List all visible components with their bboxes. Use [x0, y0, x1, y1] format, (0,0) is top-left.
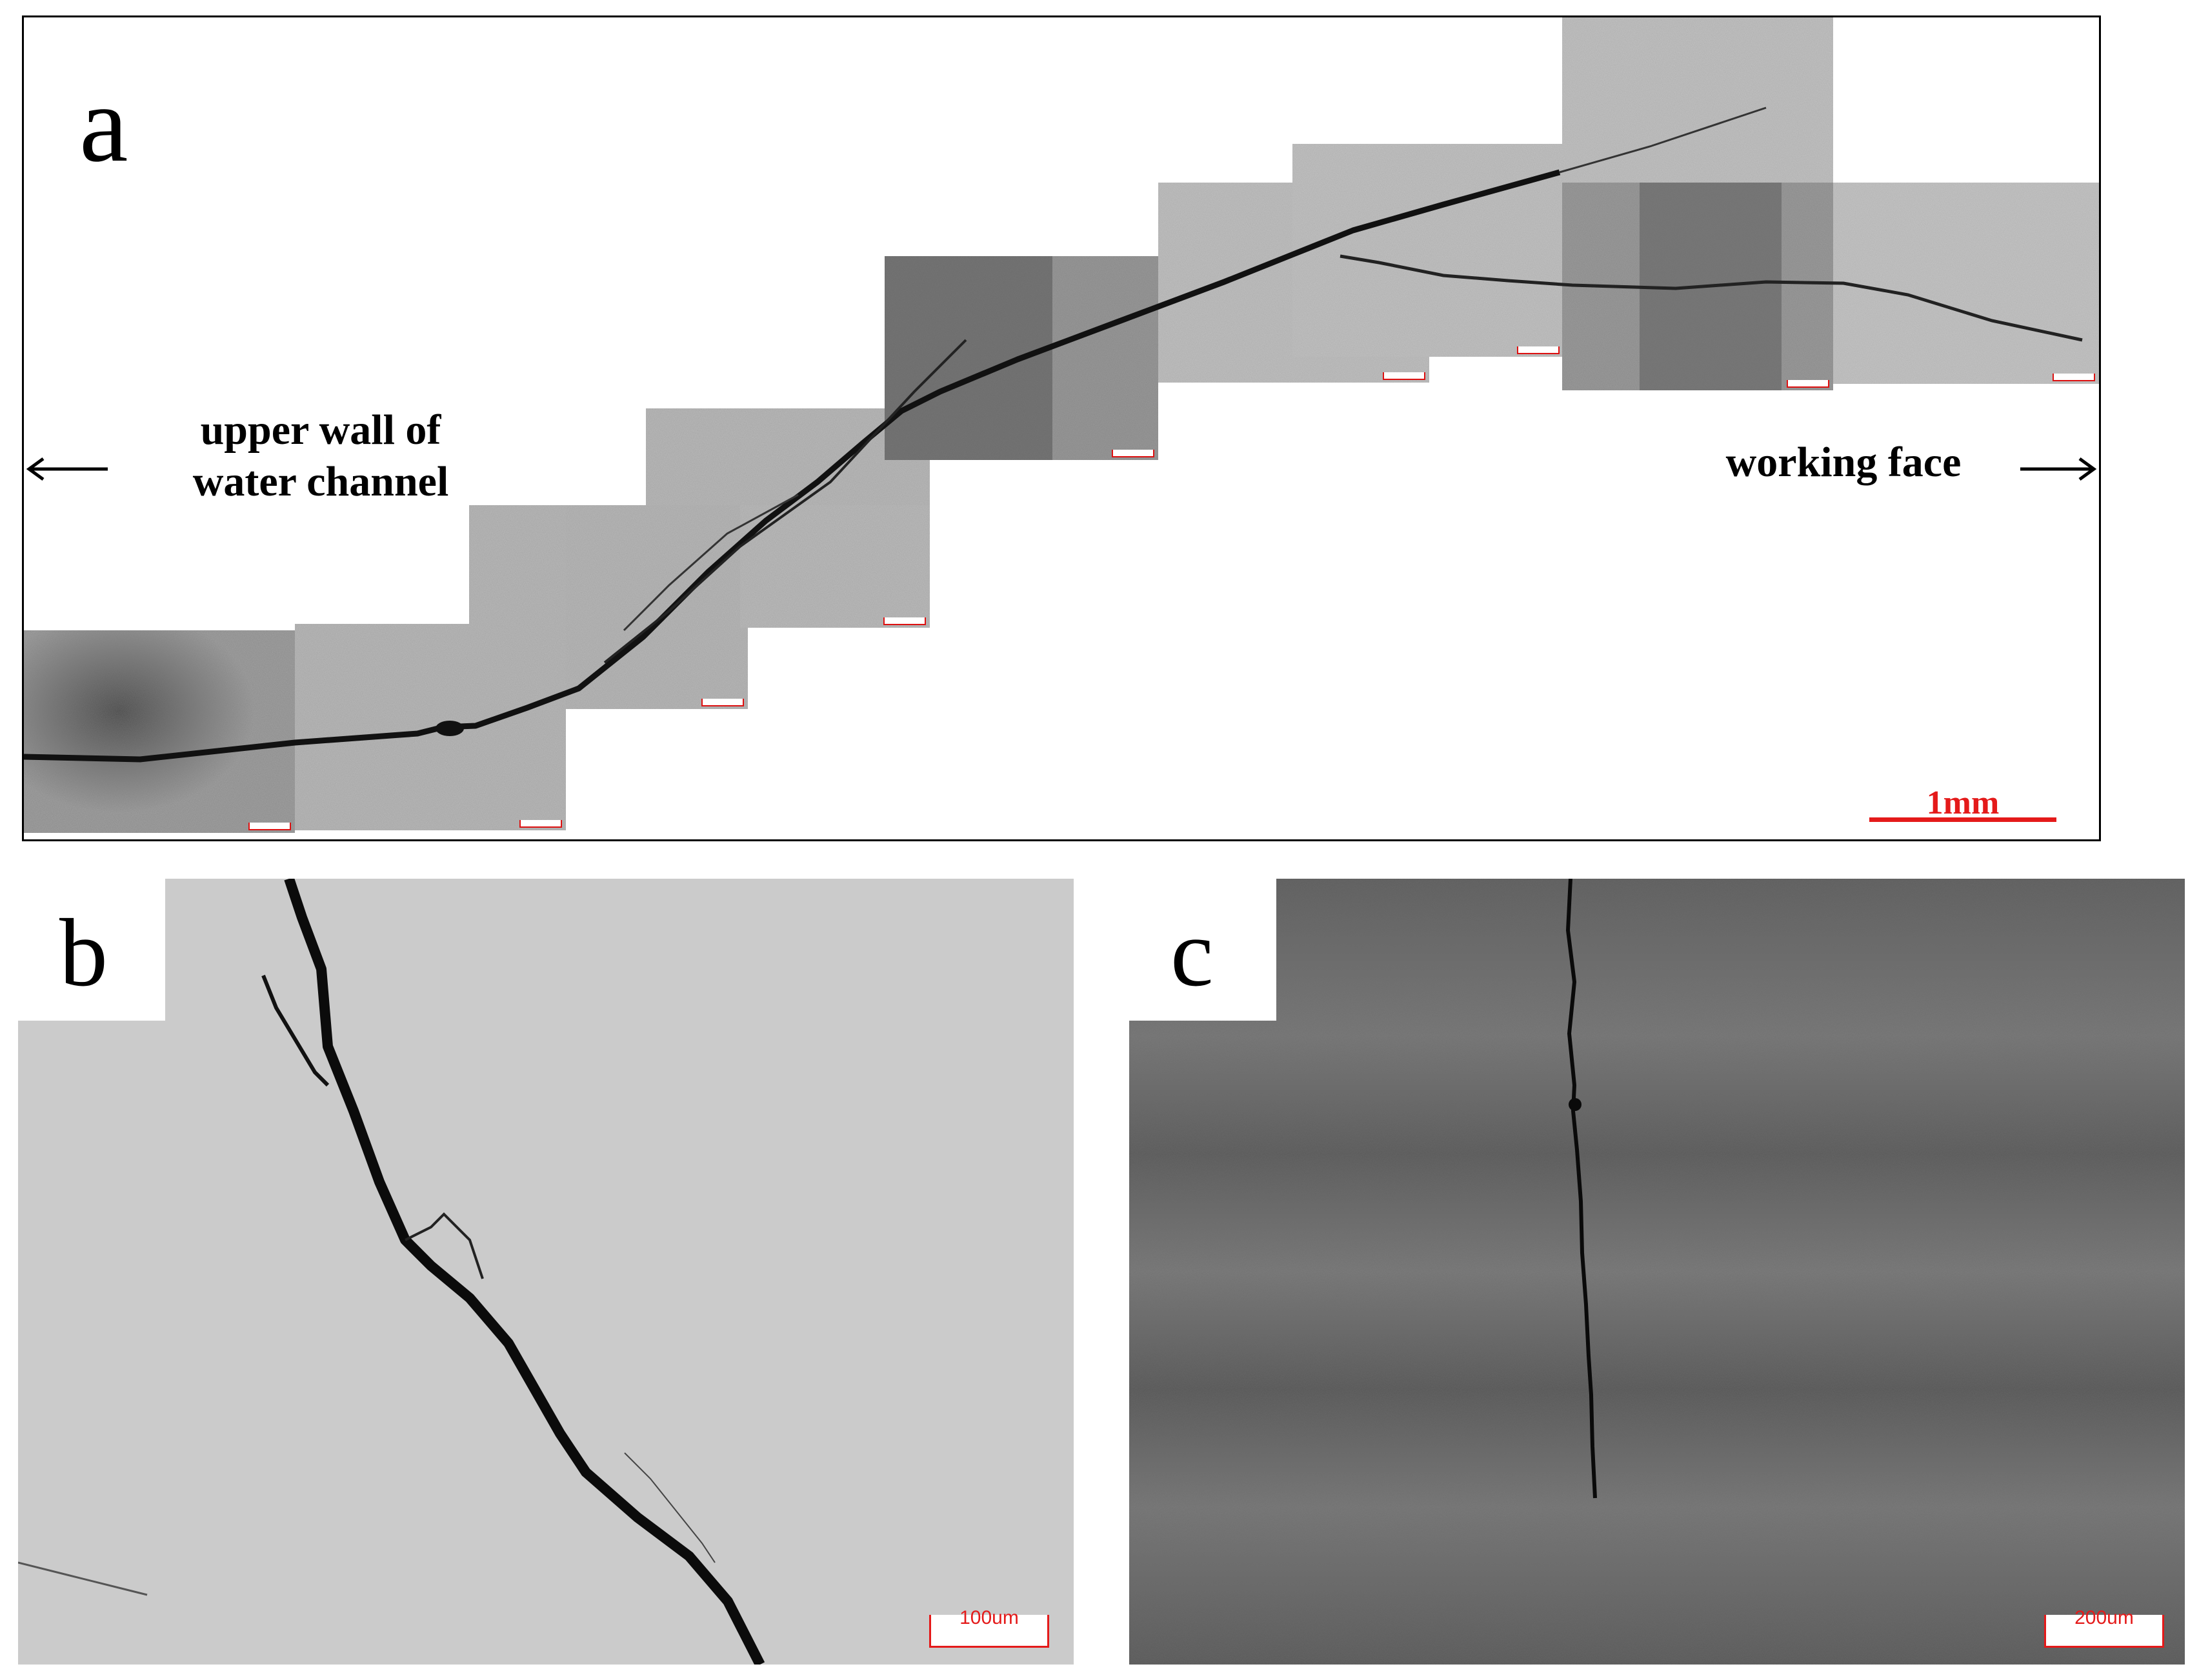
arrow-left-icon: [26, 457, 108, 481]
panel-c-micrograph: c 200um: [1129, 879, 2185, 1665]
tile-scale-marker: [1112, 450, 1154, 457]
micrograph-tile-6: [740, 505, 930, 628]
scale-bar-label-a: 1mm: [1926, 785, 2000, 821]
panel-letter-a: a: [79, 63, 128, 185]
scale-bar-label-c: 200um: [2074, 1607, 2134, 1628]
tile-scale-marker: [2053, 374, 2095, 381]
micrograph-tile-3: [469, 505, 566, 624]
scale-bar-c: 200um: [2044, 1607, 2164, 1648]
panel-b-micrograph: b 100um: [18, 879, 1074, 1665]
scale-bar-label-b: 100um: [959, 1607, 1019, 1628]
micrograph-tile-10: [1562, 17, 1833, 183]
tile-scale-marker: [701, 699, 744, 706]
tile-scale-marker: [519, 820, 562, 828]
tile-scale-marker: [1787, 380, 1829, 388]
crack-path: [24, 106, 2083, 763]
micrograph-tile-2: [295, 624, 566, 830]
tile-scale-marker: [1383, 372, 1425, 380]
tile-scale-marker: [1517, 346, 1560, 354]
label-working-face: working face: [1725, 439, 1962, 486]
arrow-right-icon: [2020, 457, 2097, 481]
panel-letter-c: c: [1170, 899, 1214, 1006]
panel-letter-b: b: [59, 899, 108, 1006]
scale-bar-a: [1869, 817, 2056, 822]
scale-bar-b: 100um: [929, 1607, 1049, 1648]
micrograph-tile-9: [1292, 144, 1563, 357]
tile-scale-marker: [883, 617, 926, 625]
panel-a-crack-mosaic: a upper wall of water channel working fa…: [22, 15, 2101, 841]
tile-scale-marker: [248, 823, 291, 830]
micrograph-tile-1: [24, 630, 295, 833]
panel-letter-box-c: c: [1129, 879, 1276, 1021]
label-upper-wall-water-channel: upper wall of water channel: [192, 406, 449, 505]
panel-letter-box-b: b: [18, 879, 165, 1021]
micrograph-tile-12: [1833, 183, 2099, 384]
